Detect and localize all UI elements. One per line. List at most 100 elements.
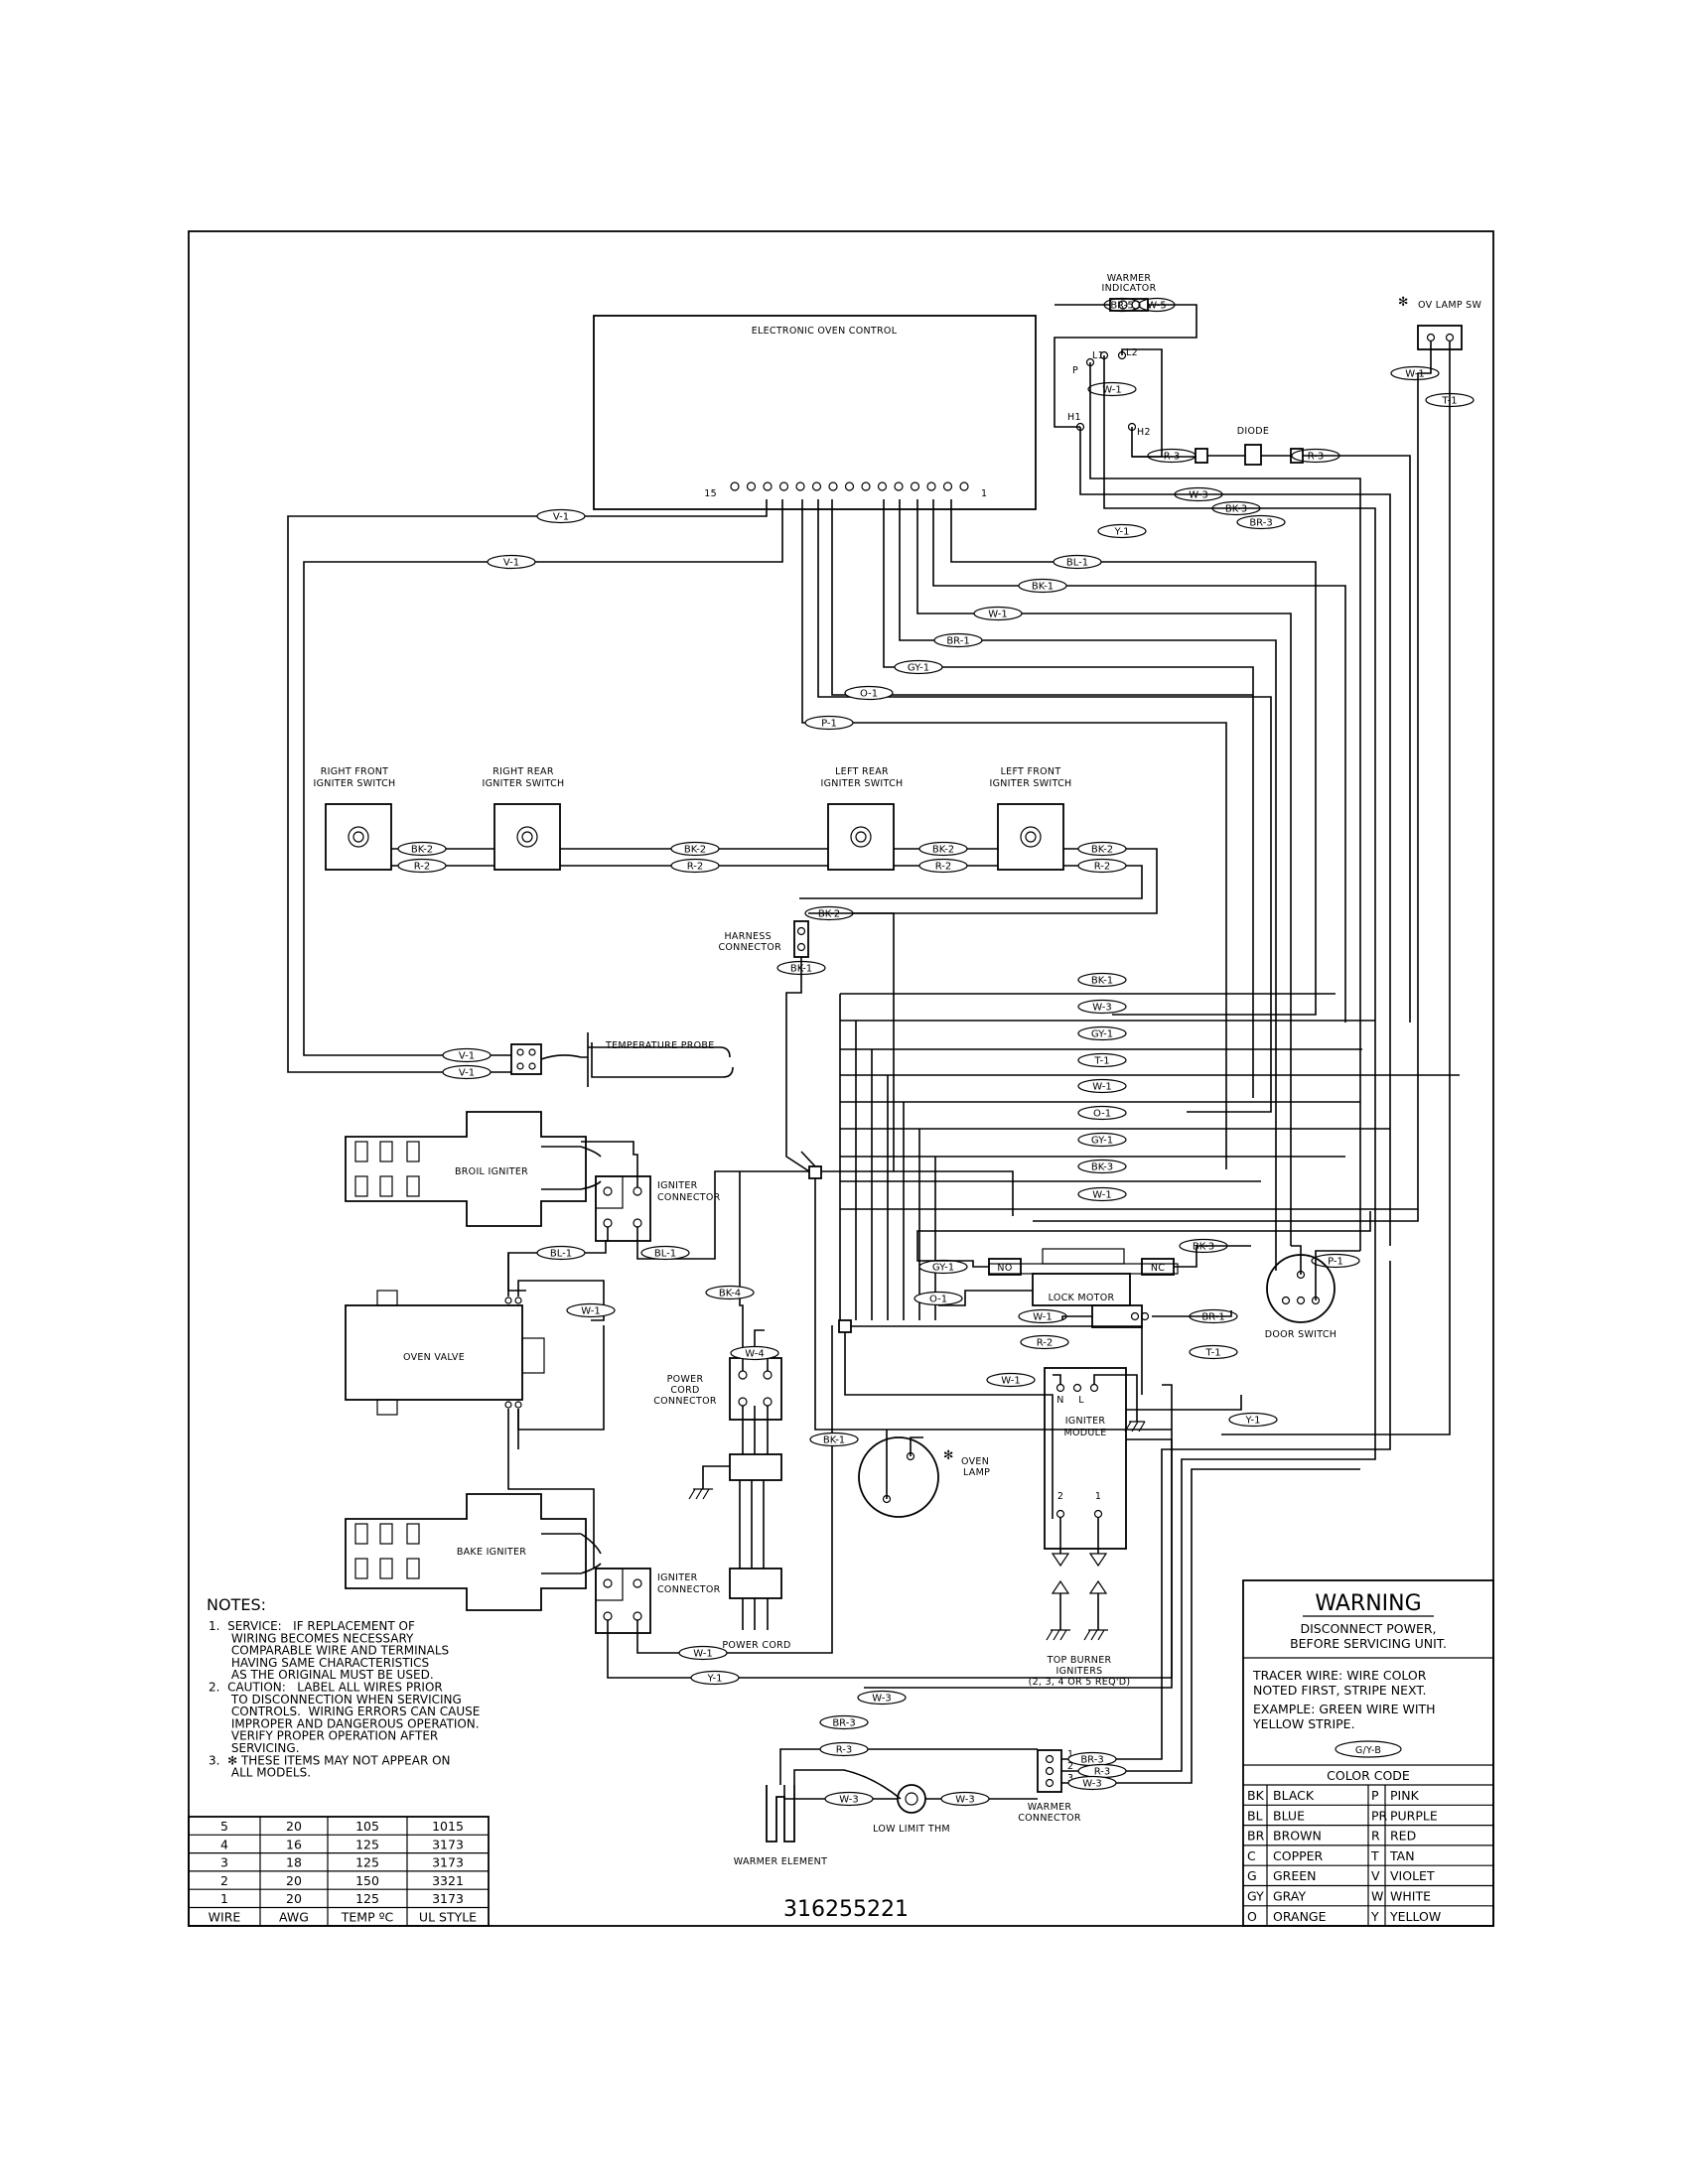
wire-tag-label: BR-1	[946, 636, 969, 647]
svg-text:NO: NO	[997, 1263, 1012, 1274]
note-line: AS THE ORIGINAL MUST BE USED.	[209, 1668, 434, 1682]
note-line: IMPROPER AND DANGEROUS OPERATION.	[209, 1716, 480, 1730]
control-pin	[746, 481, 757, 491]
wire-tag: W-3	[857, 1690, 907, 1706]
wire-table-cell: 3173	[432, 1837, 464, 1851]
wire-tag-label: BL-1	[1066, 558, 1088, 569]
wire-tag-label: R-3	[1094, 1767, 1111, 1778]
svg-text:3: 3	[1067, 1773, 1073, 1784]
junction-blocks	[800, 1151, 1172, 1519]
wire-tag-label: W-1	[1092, 1082, 1111, 1093]
wire-table-cell: 2	[220, 1873, 228, 1888]
wire-tag: V-1	[442, 1047, 492, 1063]
wire-tag-label: W-1	[581, 1306, 600, 1317]
wire-table-cell: 1015	[432, 1819, 464, 1834]
svg-text:1: 1	[981, 488, 987, 499]
wire-tag-label: O-1	[1093, 1109, 1111, 1120]
wire-tag: R-2	[1077, 858, 1127, 874]
svg-text:DOOR SWITCH: DOOR SWITCH	[1265, 1329, 1336, 1340]
color-code-cell: VIOLET	[1390, 1868, 1435, 1883]
wire-table-cell: 1	[220, 1891, 228, 1906]
wire-tag-label: W-3	[1189, 490, 1207, 501]
note-line: 1. SERVICE: IF REPLACEMENT OF	[209, 1619, 415, 1633]
svg-text:CONNECTOR: CONNECTOR	[657, 1584, 721, 1595]
wire-tag: BR-3	[1067, 1751, 1117, 1767]
wire-tag-label: BK-4	[719, 1289, 741, 1299]
wire-tag: W-3	[1077, 999, 1127, 1015]
svg-text:G/Y-B: G/Y-B	[1355, 1745, 1381, 1756]
wire-tag-label: P-1	[1328, 1257, 1343, 1268]
wire-tag: BK-3	[1077, 1159, 1127, 1174]
svg-text:TRACER WIRE: WIRE COLOR: TRACER WIRE: WIRE COLOR	[1252, 1668, 1427, 1683]
svg-text:CONNECTOR: CONNECTOR	[653, 1396, 717, 1407]
color-code-cell: PURPLE	[1390, 1808, 1438, 1823]
ov-lamp-switch: ✻ OV LAMP SW	[1033, 294, 1481, 1435]
svg-text:L1: L1	[1092, 350, 1104, 361]
svg-text:✻: ✻	[943, 1447, 953, 1462]
note-line: 3. ✻ THESE ITEMS MAY NOT APPEAR ON	[209, 1753, 451, 1767]
control-pin	[877, 481, 888, 491]
wire-tag: T-1	[1189, 1344, 1238, 1360]
color-code-cell: V	[1371, 1868, 1380, 1883]
svg-text:L: L	[1078, 1395, 1084, 1406]
svg-text:RIGHT FRONT: RIGHT FRONT	[321, 766, 388, 777]
svg-text:CONNECTOR: CONNECTOR	[1018, 1813, 1081, 1824]
svg-text:DIODE: DIODE	[1237, 426, 1269, 437]
wire-tag: BR-3	[1236, 514, 1286, 530]
oven-lamp: ✻ OVEN LAMP	[858, 1430, 990, 1518]
svg-text:IGNITER: IGNITER	[1065, 1416, 1106, 1427]
wire-tag-label: BR-1	[1201, 1312, 1224, 1323]
svg-text:EXAMPLE: GREEN WIRE WITH: EXAMPLE: GREEN WIRE WITH	[1253, 1702, 1436, 1716]
control-wires	[287, 499, 1346, 1271]
svg-text:MODULE: MODULE	[1063, 1428, 1106, 1438]
wire-tag-label: R-2	[1037, 1338, 1054, 1349]
svg-text:IGNITER: IGNITER	[657, 1180, 698, 1191]
wire-tag-label: BK-1	[823, 1435, 845, 1446]
igniter-switches: RIGHT FRONT IGNITER SWITCH RIGHT REAR IG…	[314, 766, 1158, 914]
svg-text:NC: NC	[1151, 1263, 1165, 1274]
wire-tag-label: BK-2	[411, 845, 433, 856]
control-pin	[795, 481, 805, 491]
wire-table-cell: 16	[286, 1837, 302, 1851]
svg-text:WARMER: WARMER	[1028, 1802, 1072, 1813]
wire-tag: BK-1	[809, 1432, 859, 1447]
wire-tag-label: BK-2	[684, 845, 706, 856]
svg-text:1: 1	[1067, 1749, 1073, 1760]
wire-table-cell: 20	[286, 1873, 302, 1888]
wire-tag: T-1	[1077, 1052, 1127, 1068]
note-line: HAVING SAME CHARACTERISTICS	[209, 1656, 429, 1670]
temperature-probe: TEMPERATURE PROBE	[510, 1032, 734, 1087]
svg-text:(2, 3, 4 OR 5 REQ'D): (2, 3, 4 OR 5 REQ'D)	[1029, 1677, 1131, 1688]
wire-tag: R-2	[1020, 1334, 1069, 1350]
relay-terminals: P L1 L2 H1 H2	[1067, 347, 1391, 1256]
svg-text:N: N	[1056, 1395, 1063, 1406]
wire-table-cell: 3173	[432, 1891, 464, 1906]
wire-tag-label: V-1	[553, 512, 569, 523]
svg-text:IGNITER SWITCH: IGNITER SWITCH	[990, 778, 1072, 789]
right-front-igniter-switch: RIGHT FRONT IGNITER SWITCH	[314, 766, 395, 871]
door-switch: DOOR SWITCH	[1265, 1245, 1360, 1340]
wire-tag-label: BK-3	[1091, 1162, 1113, 1173]
svg-text:OVEN VALVE: OVEN VALVE	[403, 1352, 465, 1363]
wire-tag-label: Y-1	[1245, 1416, 1261, 1427]
wire-tag-label: BK-3	[1193, 1242, 1214, 1253]
wire-tag: GY-1	[1077, 1025, 1127, 1041]
wire-tag-label: R-2	[687, 862, 704, 873]
color-code-cell: ORANGE	[1273, 1909, 1327, 1924]
bus-wire-tags: BK-1W-3GY-1T-1W-1O-1GY-1BK-3W-1BK-3P-1GY…	[442, 972, 1360, 1447]
wire-tag-label: BL-1	[654, 1249, 676, 1260]
wire-tag-label: BK-2	[932, 845, 954, 856]
wire-table-cell: 125	[355, 1855, 379, 1870]
wire-tag-label: BR-3	[1080, 1755, 1103, 1766]
wire-tag-label: O-1	[929, 1295, 947, 1305]
wire-tag-label: W-3	[872, 1694, 891, 1705]
svg-text:INDICATOR: INDICATOR	[1101, 283, 1156, 294]
wire-tag: O-1	[1077, 1105, 1127, 1121]
svg-text:IGNITER SWITCH: IGNITER SWITCH	[821, 778, 904, 789]
wire-table-cell: 4	[220, 1837, 228, 1851]
svg-text:WARMER ELEMENT: WARMER ELEMENT	[734, 1856, 827, 1867]
svg-text:IGNITER SWITCH: IGNITER SWITCH	[483, 778, 565, 789]
switch-wire-tags: BK-2R-2BK-2R-2BK-2R-2BK-2R-2BK-2BK-1	[397, 841, 1127, 976]
